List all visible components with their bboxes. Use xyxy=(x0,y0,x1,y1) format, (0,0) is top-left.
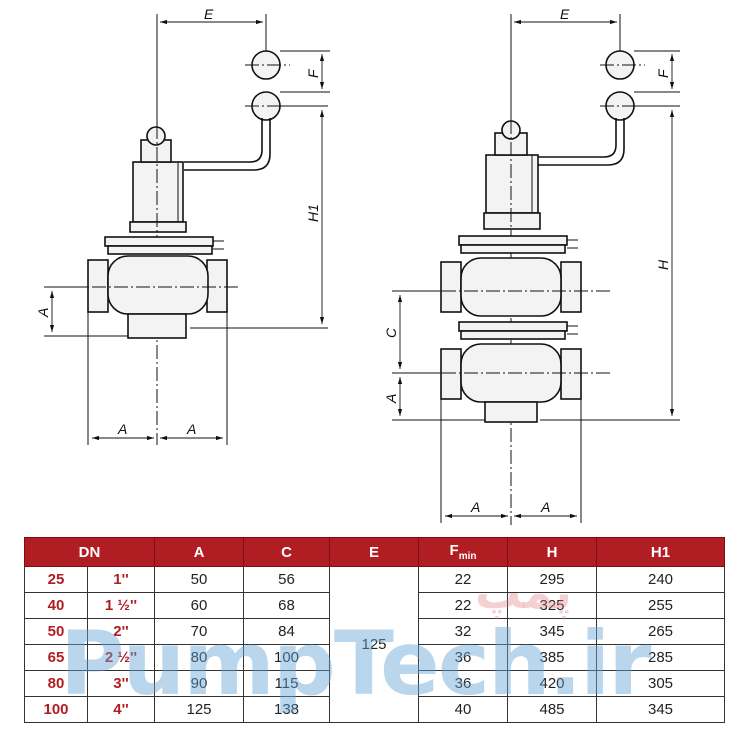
cell-inch: 3'' xyxy=(86,670,156,697)
dim-label-e: E xyxy=(560,6,570,22)
cell-inch: 1'' xyxy=(86,566,156,593)
table-row: 100 4'' 125 138 40 485 345 xyxy=(24,696,726,723)
technical-drawing: .ln{stroke:#111;stroke-width:1.6;fill:no… xyxy=(35,6,680,525)
dim-label-f: F xyxy=(655,68,671,78)
header-h1: H1 xyxy=(596,537,726,567)
cell-inch: 1 ½'' xyxy=(86,592,156,619)
cell-h1: 285 xyxy=(596,644,726,671)
header-a: A xyxy=(154,537,245,567)
header-h: H xyxy=(507,537,598,567)
dim-label-a-right: A xyxy=(186,421,196,437)
dim-label-a-left: A xyxy=(117,421,127,437)
cell-a: 70 xyxy=(154,618,245,645)
cell-a: 80 xyxy=(154,644,245,671)
cell-c: 68 xyxy=(243,592,331,619)
cell-h1: 305 xyxy=(596,670,726,697)
table-row: 50 2'' 70 84 32 345 265 xyxy=(24,618,726,645)
dim-label-a-left: A xyxy=(470,499,480,515)
dim-label-a-vertical: A xyxy=(383,394,399,404)
cell-c: 115 xyxy=(243,670,331,697)
cell-inch: 4'' xyxy=(86,696,156,723)
dim-label-f: F xyxy=(305,68,321,78)
cell-f: 40 xyxy=(418,696,509,723)
header-dn: DN xyxy=(23,537,156,567)
cell-c: 56 xyxy=(243,566,331,593)
cell-dn: 80 xyxy=(24,670,88,697)
header-f-main: F xyxy=(449,542,459,559)
cell-f: 36 xyxy=(418,644,509,671)
dimensions-table: DN A C E Fmin H H1 25 1'' 50 56 125 22 2… xyxy=(23,537,726,723)
cell-h1: 265 xyxy=(596,618,726,645)
cell-h: 420 xyxy=(507,670,598,697)
left-valve-view: E F H1 xyxy=(35,6,330,445)
dim-label-a-vertical: A xyxy=(35,308,51,318)
right-valve-view: E F H xyxy=(383,6,680,525)
header-c: C xyxy=(243,537,331,567)
cell-dn: 40 xyxy=(24,592,88,619)
cell-a: 60 xyxy=(154,592,245,619)
table-header-row: DN A C E Fmin H H1 xyxy=(23,537,726,567)
cell-dn: 100 xyxy=(24,696,88,723)
cell-f: 22 xyxy=(418,566,509,593)
cell-f: 36 xyxy=(418,670,509,697)
dim-label-h: H xyxy=(655,259,671,270)
cell-dn: 65 xyxy=(24,644,88,671)
cell-a: 50 xyxy=(154,566,245,593)
cell-f: 22 xyxy=(418,592,509,619)
header-e: E xyxy=(329,537,420,567)
cell-c: 100 xyxy=(243,644,331,671)
dim-label-c: C xyxy=(383,327,399,338)
cell-h: 485 xyxy=(507,696,598,723)
dim-label-e: E xyxy=(204,6,214,22)
cell-h: 345 xyxy=(507,618,598,645)
cell-h1: 345 xyxy=(596,696,726,723)
cell-h: 325 xyxy=(507,592,598,619)
dim-label-h1: H1 xyxy=(305,204,321,222)
cell-h: 295 xyxy=(507,566,598,593)
cell-c: 138 xyxy=(243,696,331,723)
header-f-sub: min xyxy=(458,551,477,562)
dim-label-a-right: A xyxy=(540,499,550,515)
cell-inch: 2'' xyxy=(86,618,156,645)
cell-h1: 255 xyxy=(596,592,726,619)
table-row: 25 1'' 50 56 125 22 295 240 xyxy=(24,566,726,723)
cell-c: 84 xyxy=(243,618,331,645)
cell-dn: 50 xyxy=(24,618,88,645)
cell-e: 125 xyxy=(329,566,420,723)
table-row: 65 2 ½'' 80 100 36 385 285 xyxy=(24,644,726,671)
header-f-min: Fmin xyxy=(418,537,509,567)
cell-inch: 2 ½'' xyxy=(86,644,156,671)
cell-f: 32 xyxy=(418,618,509,645)
cell-a: 125 xyxy=(154,696,245,723)
cell-h1: 240 xyxy=(596,566,726,593)
cell-dn: 25 xyxy=(24,566,88,593)
cell-a: 90 xyxy=(154,670,245,697)
cell-h: 385 xyxy=(507,644,598,671)
